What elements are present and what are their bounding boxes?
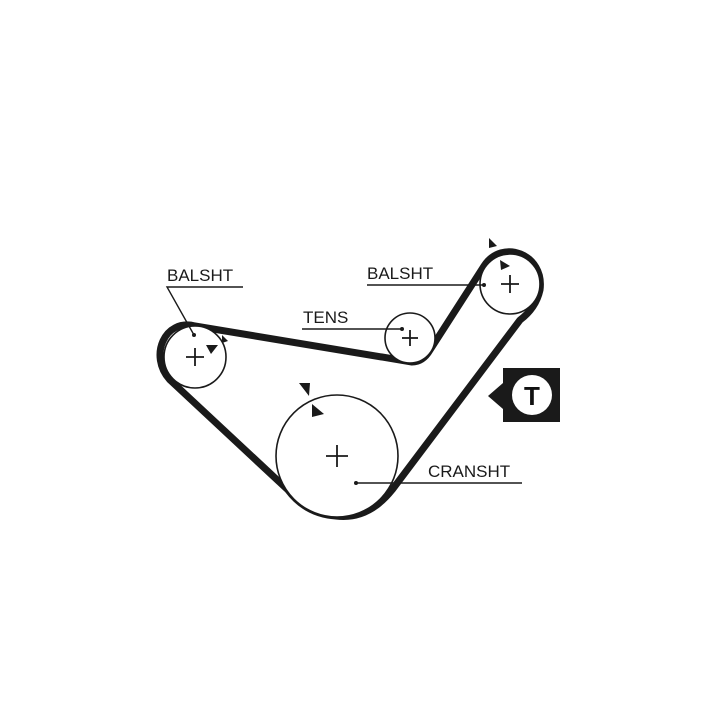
tension-badge: T: [488, 368, 560, 422]
label-balsht-right: BALSHT: [367, 264, 433, 283]
timing-belt: [156, 248, 544, 520]
rotation-arrow-icon: [299, 383, 310, 396]
badge-letter: T: [524, 381, 540, 411]
badge-pointer-icon: [488, 383, 503, 409]
pulley-balsht-left: [163, 325, 228, 389]
pulley-tensioner: [384, 312, 436, 364]
label-balsht-left: BALSHT: [167, 266, 233, 285]
rotation-arrow-icon: [312, 404, 324, 417]
rotation-arrow-icon: [206, 345, 218, 354]
rotation-arrow-icon: [489, 238, 497, 248]
rotation-arrow-icon: [500, 260, 510, 270]
leader-line-balsht-left: [165, 286, 243, 336]
rotation-arrow-icon: [222, 335, 228, 343]
pulley-crankshaft: [275, 383, 399, 518]
label-cranksht: CRANSHT: [428, 462, 510, 481]
label-tens: TENS: [303, 308, 348, 327]
pulley-balsht-right: [479, 238, 541, 315]
